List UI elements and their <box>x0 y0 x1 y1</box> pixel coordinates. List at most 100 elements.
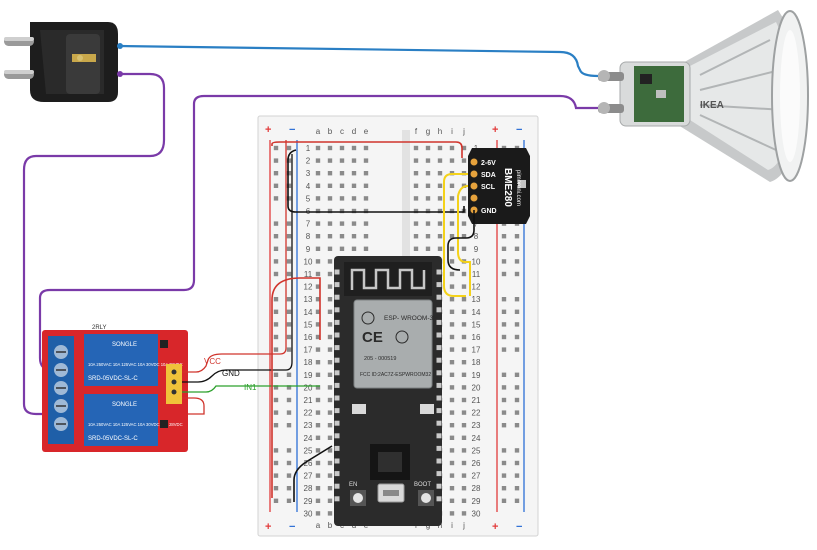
breadboard-hole <box>363 221 369 226</box>
en-button[interactable]: EN <box>349 482 366 506</box>
esp32-pin <box>334 382 340 388</box>
breadboard-hole <box>327 347 333 352</box>
breadboard-hole <box>286 410 292 415</box>
breadboard-hole <box>449 334 455 340</box>
breadboard-hole <box>327 410 333 415</box>
breadboard-hole <box>437 145 443 151</box>
breadboard-hole <box>461 309 467 314</box>
breadboard-hole <box>449 511 455 516</box>
esp32-pin <box>436 307 442 313</box>
row-number-right: 16 <box>472 333 481 342</box>
breadboard-hole <box>327 234 333 239</box>
breadboard-hole <box>273 246 279 251</box>
breadboard-hole <box>514 423 520 428</box>
rail-plus-top-right: + <box>492 124 498 136</box>
row-number-left: 26 <box>304 459 313 468</box>
breadboard-hole <box>461 410 467 415</box>
esp32-pin <box>334 294 340 300</box>
breadboard-hole <box>315 372 321 377</box>
breadboard-hole <box>315 423 321 428</box>
breadboard-hole <box>273 259 279 264</box>
row-number-right: 25 <box>472 446 481 455</box>
breadboard-hole <box>449 234 455 239</box>
row-number-left: 15 <box>304 320 313 329</box>
breadboard-hole <box>363 171 369 176</box>
breadboard-hole <box>273 297 279 302</box>
row-number-left: 9 <box>306 245 311 254</box>
breadboard-hole <box>501 334 507 340</box>
breadboard-hole <box>339 208 345 214</box>
column-label-top: b <box>328 127 333 136</box>
breadboard-hole <box>363 196 369 201</box>
breadboard-hole <box>327 246 333 251</box>
breadboard-hole <box>315 347 321 352</box>
breadboard-hole <box>461 360 467 365</box>
i2c-scl-wire <box>457 185 471 296</box>
breadboard-hole <box>363 234 369 239</box>
breadboard-hole <box>273 309 279 314</box>
esp32-code: 205 - 000519 <box>364 356 396 362</box>
esp32-pin <box>334 307 340 313</box>
breadboard-hole <box>286 334 292 340</box>
breadboard-hole <box>501 347 507 352</box>
breadboard-hole <box>449 208 455 214</box>
breadboard-hole <box>327 259 333 264</box>
breadboard-hole <box>351 183 357 188</box>
esp32-pin <box>334 483 340 489</box>
breadboard-hole <box>437 208 443 214</box>
row-number-left: 8 <box>306 232 311 241</box>
breadboard-hole <box>327 221 333 226</box>
breadboard-hole <box>286 448 292 453</box>
esp32-pin <box>436 345 442 351</box>
esp32-pin <box>334 496 340 502</box>
column-label-top: h <box>438 127 442 136</box>
esp32-pin <box>334 357 340 363</box>
breadboard-hole <box>461 271 467 277</box>
breadboard-hole <box>315 334 321 340</box>
breadboard-hole <box>437 183 443 188</box>
esp32-pin <box>436 282 442 288</box>
breadboard-hole <box>514 448 520 453</box>
breadboard-hole <box>327 145 333 151</box>
breadboard-hole <box>461 385 467 390</box>
breadboard-hole <box>351 196 357 201</box>
breadboard-hole <box>339 158 345 163</box>
breadboard-hole <box>461 158 467 163</box>
power-jumper-red-top <box>271 141 463 158</box>
breadboard-hole <box>437 171 443 176</box>
bme280-pin-sda: SDA <box>481 172 496 179</box>
breadboard-hole <box>501 372 507 377</box>
breadboard-hole <box>413 171 419 176</box>
breadboard-hole <box>286 145 292 151</box>
relay-2-specs: 10A 250VAC 10A 125VAC 10A 30VDC 10A 28VD… <box>88 422 183 427</box>
breadboard-hole <box>501 246 507 251</box>
breadboard-hole <box>413 145 419 151</box>
breadboard-hole <box>273 183 279 188</box>
breadboard-hole <box>286 347 292 352</box>
breadboard-hole <box>501 448 507 453</box>
column-label-bottom: h <box>438 521 442 530</box>
breadboard-hole <box>315 196 321 201</box>
rail-plus-top-left: + <box>265 124 271 136</box>
breadboard-hole <box>339 234 345 239</box>
breadboard-hole <box>286 246 292 251</box>
breadboard-hole <box>315 511 321 516</box>
breadboard-hole <box>449 360 455 365</box>
row-number-left: 20 <box>304 383 313 392</box>
column-label-top: f <box>415 127 418 136</box>
relay-1-specs: 10A 250VAC 10A 125VAC 10A 30VDC 10A 28VD… <box>88 362 183 367</box>
plug-pin-bottom <box>4 70 34 79</box>
usb-port[interactable] <box>377 483 405 503</box>
breadboard-hole <box>273 486 279 491</box>
boot-button[interactable]: BOOT <box>414 482 434 506</box>
breadboard-hole <box>425 145 431 151</box>
breadboard-hole <box>514 385 520 390</box>
row-number-left: 18 <box>304 358 313 367</box>
column-label-bottom: i <box>451 521 453 530</box>
relay-1: SONGLE 10A 250VAC 10A 125VAC 10A 30VDC 1… <box>84 334 183 386</box>
breadboard-hole <box>315 460 321 466</box>
breadboard-hole <box>461 372 467 377</box>
breadboard-hole <box>351 171 357 176</box>
row-number-left: 5 <box>306 194 311 203</box>
breadboard-hole <box>461 498 467 503</box>
